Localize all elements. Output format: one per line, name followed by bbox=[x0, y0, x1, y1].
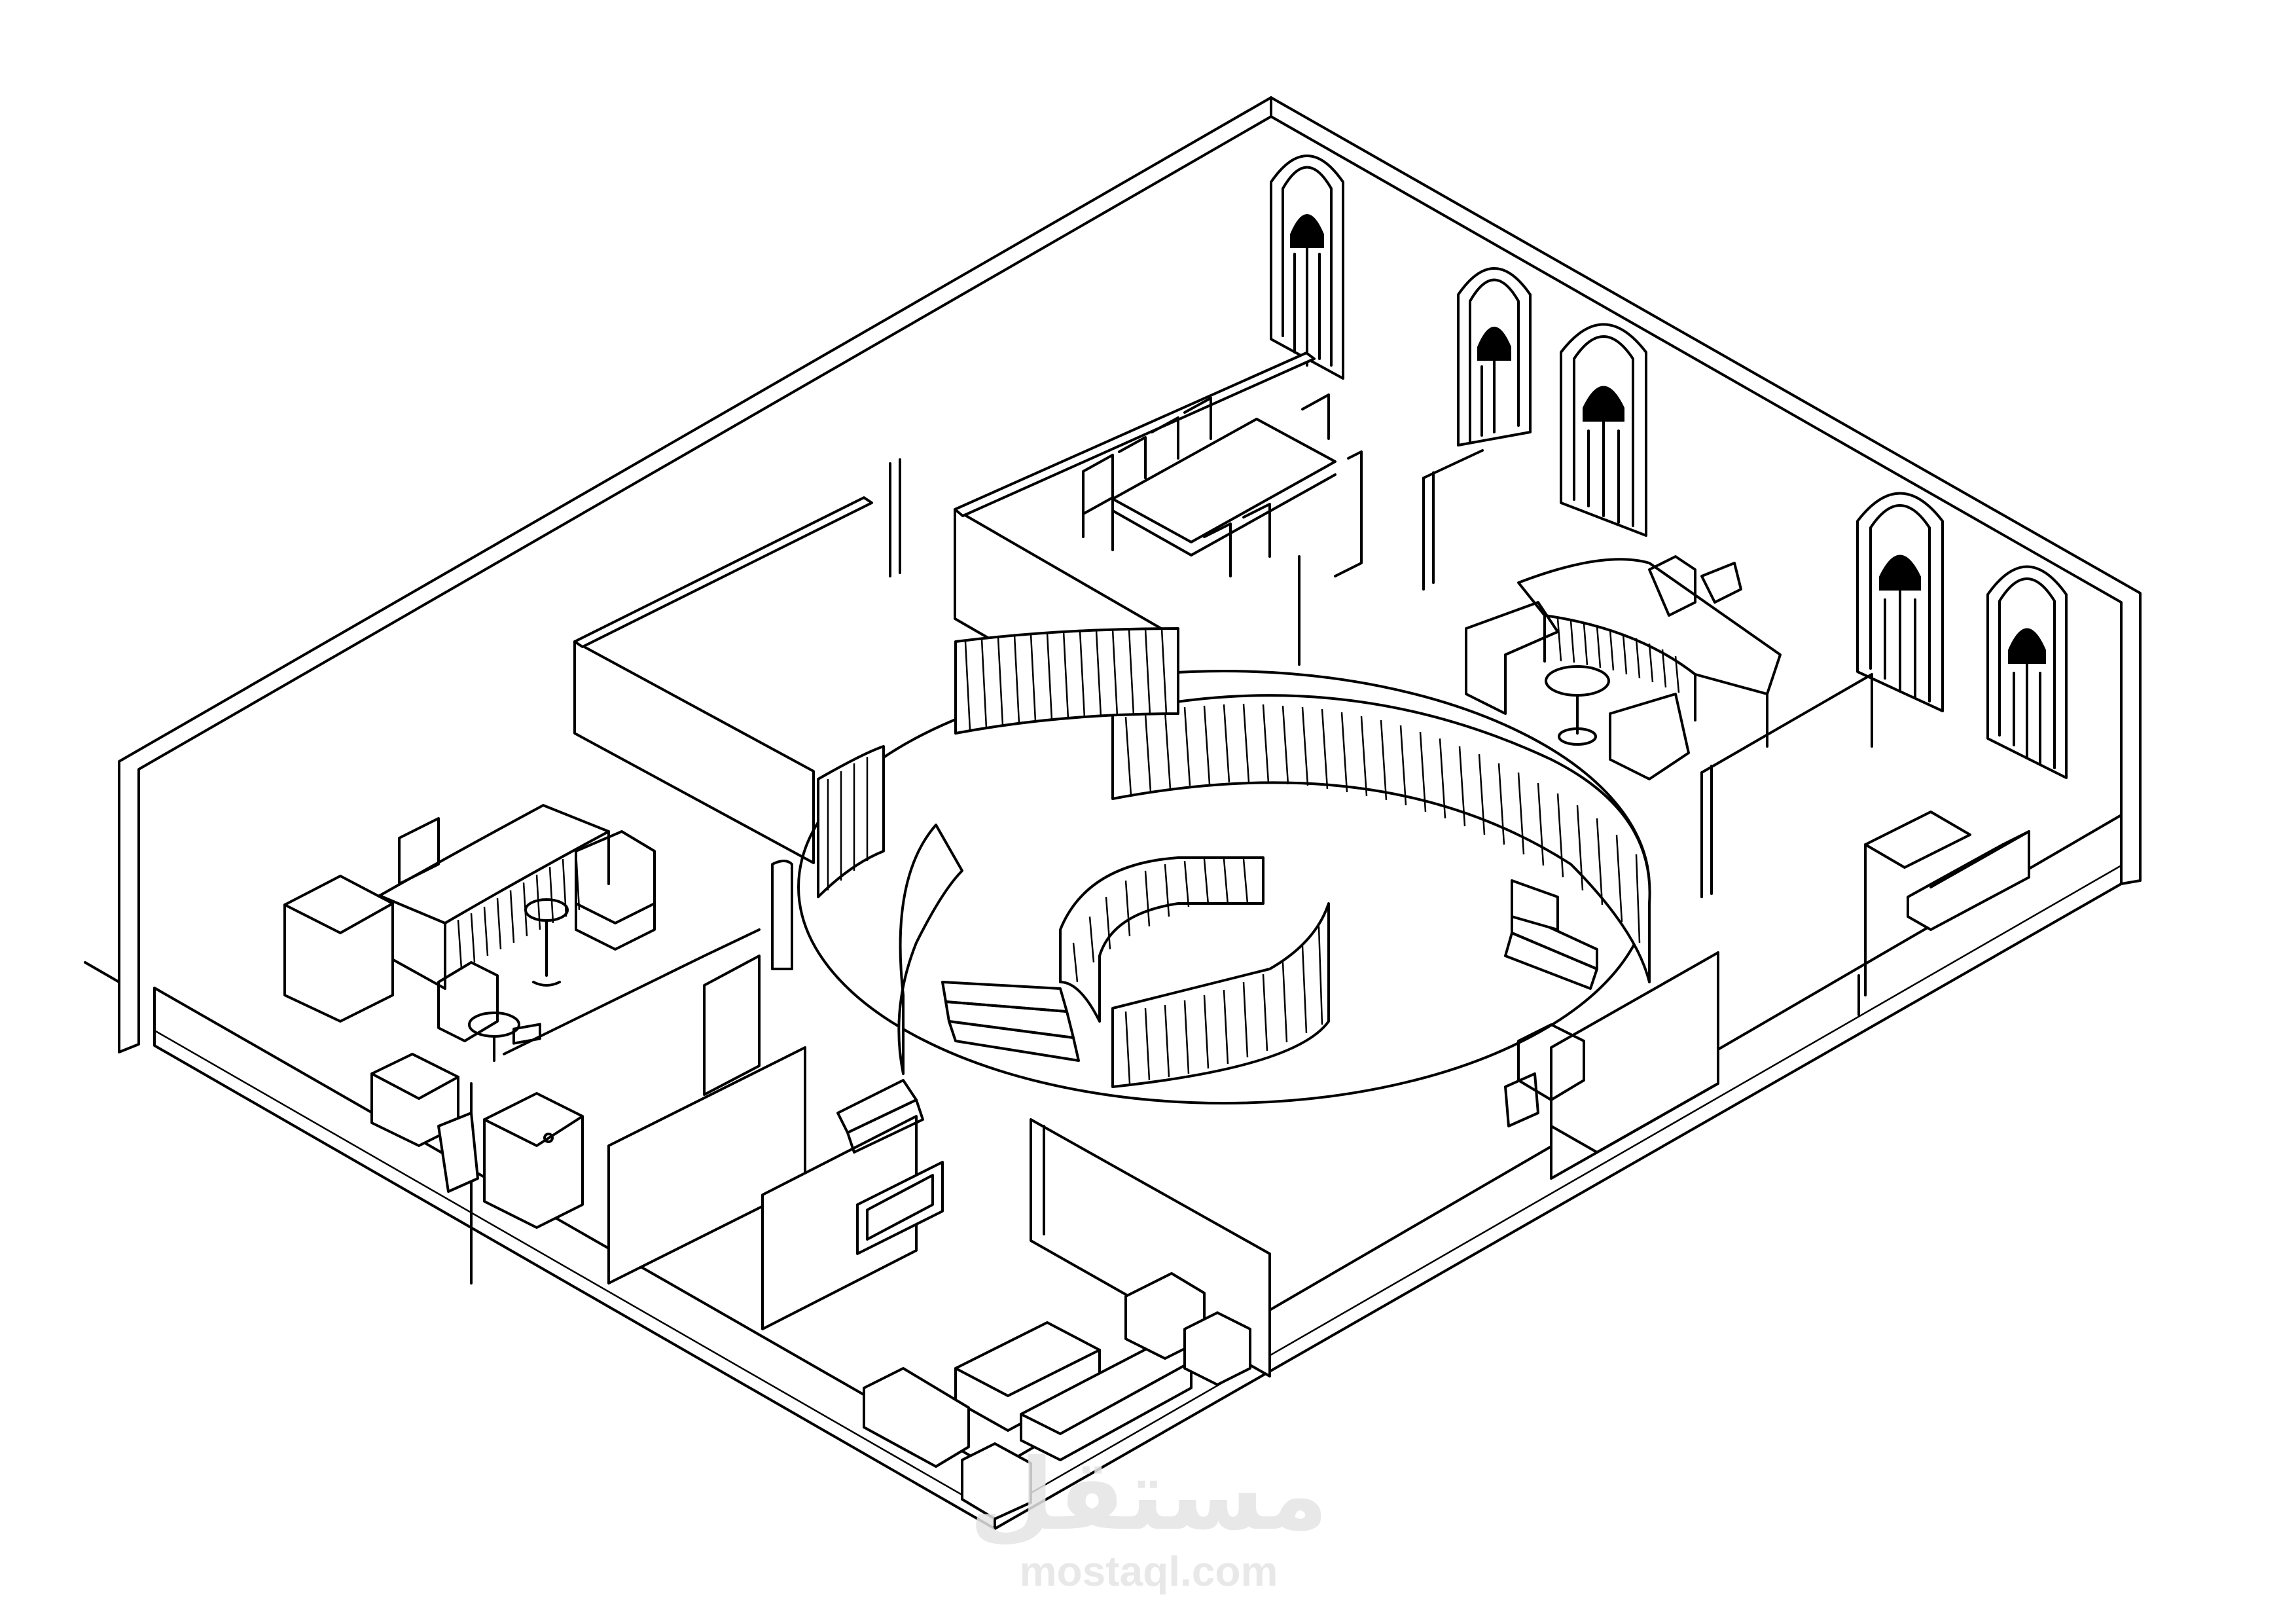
left-balustrade bbox=[897, 824, 963, 1075]
watermark-arabic: مستقل bbox=[969, 1438, 1329, 1552]
study-desk-pickets bbox=[1556, 618, 1680, 693]
kitchen-counter bbox=[483, 1092, 584, 1229]
inner-curved-railing-lower bbox=[1111, 902, 1330, 1088]
gothic-windows bbox=[1270, 155, 2068, 779]
dining-room bbox=[1082, 393, 1363, 577]
study-desk-area bbox=[1465, 555, 1782, 780]
gothic-window-4 bbox=[1856, 492, 1944, 712]
study-chair-left bbox=[1465, 601, 1559, 715]
curved-desk bbox=[1517, 558, 1782, 695]
right-lounge bbox=[1517, 811, 2030, 1101]
side-cabinet bbox=[437, 1112, 479, 1193]
dining-table bbox=[1111, 418, 1336, 543]
inner-curved-railing bbox=[1059, 856, 1265, 1023]
kitchen-sink bbox=[512, 1023, 541, 1045]
interior-partitions bbox=[470, 352, 1873, 1377]
stair-steps bbox=[836, 909, 1598, 1154]
side-table-left bbox=[961, 1442, 1032, 1520]
left-office-armchair bbox=[575, 830, 656, 951]
left-office-chair-back bbox=[398, 817, 440, 885]
left-filing-cabinet bbox=[283, 875, 394, 1023]
left-office bbox=[283, 804, 656, 1062]
dining-chairs bbox=[1082, 393, 1363, 577]
left-curved-desk bbox=[378, 804, 610, 924]
spiral-staircase bbox=[771, 627, 1651, 1154]
mostaql-watermark: مستقل mostaql.com bbox=[969, 1438, 1329, 1595]
wall-artwork bbox=[856, 1161, 944, 1255]
study-chair-right bbox=[1609, 693, 1690, 780]
kitchenette bbox=[370, 1023, 584, 1229]
outer-balustrade bbox=[1111, 694, 1651, 983]
side-table-right bbox=[1183, 1311, 1251, 1386]
bottom-lounge bbox=[856, 1161, 1251, 1520]
right-sofa bbox=[1907, 830, 2030, 931]
gothic-window-1 bbox=[1270, 155, 1344, 380]
inner-railing-pickets bbox=[1072, 858, 1323, 1084]
gothic-window-3 bbox=[1560, 323, 1647, 537]
gothic-window-5 bbox=[1986, 565, 2068, 779]
left-round-table bbox=[524, 898, 569, 922]
gothic-window-2 bbox=[1457, 267, 1532, 447]
upper-left-pickets bbox=[964, 628, 1168, 731]
sofa-left bbox=[863, 1367, 970, 1468]
right-bench-table bbox=[1864, 811, 1971, 869]
round-side-table bbox=[1545, 665, 1610, 697]
building-shell bbox=[84, 96, 2142, 1530]
watermark-site: mostaql.com bbox=[1020, 1548, 1278, 1595]
dimension-tick bbox=[84, 961, 120, 983]
outer-balustrade-pickets bbox=[1124, 703, 1641, 943]
